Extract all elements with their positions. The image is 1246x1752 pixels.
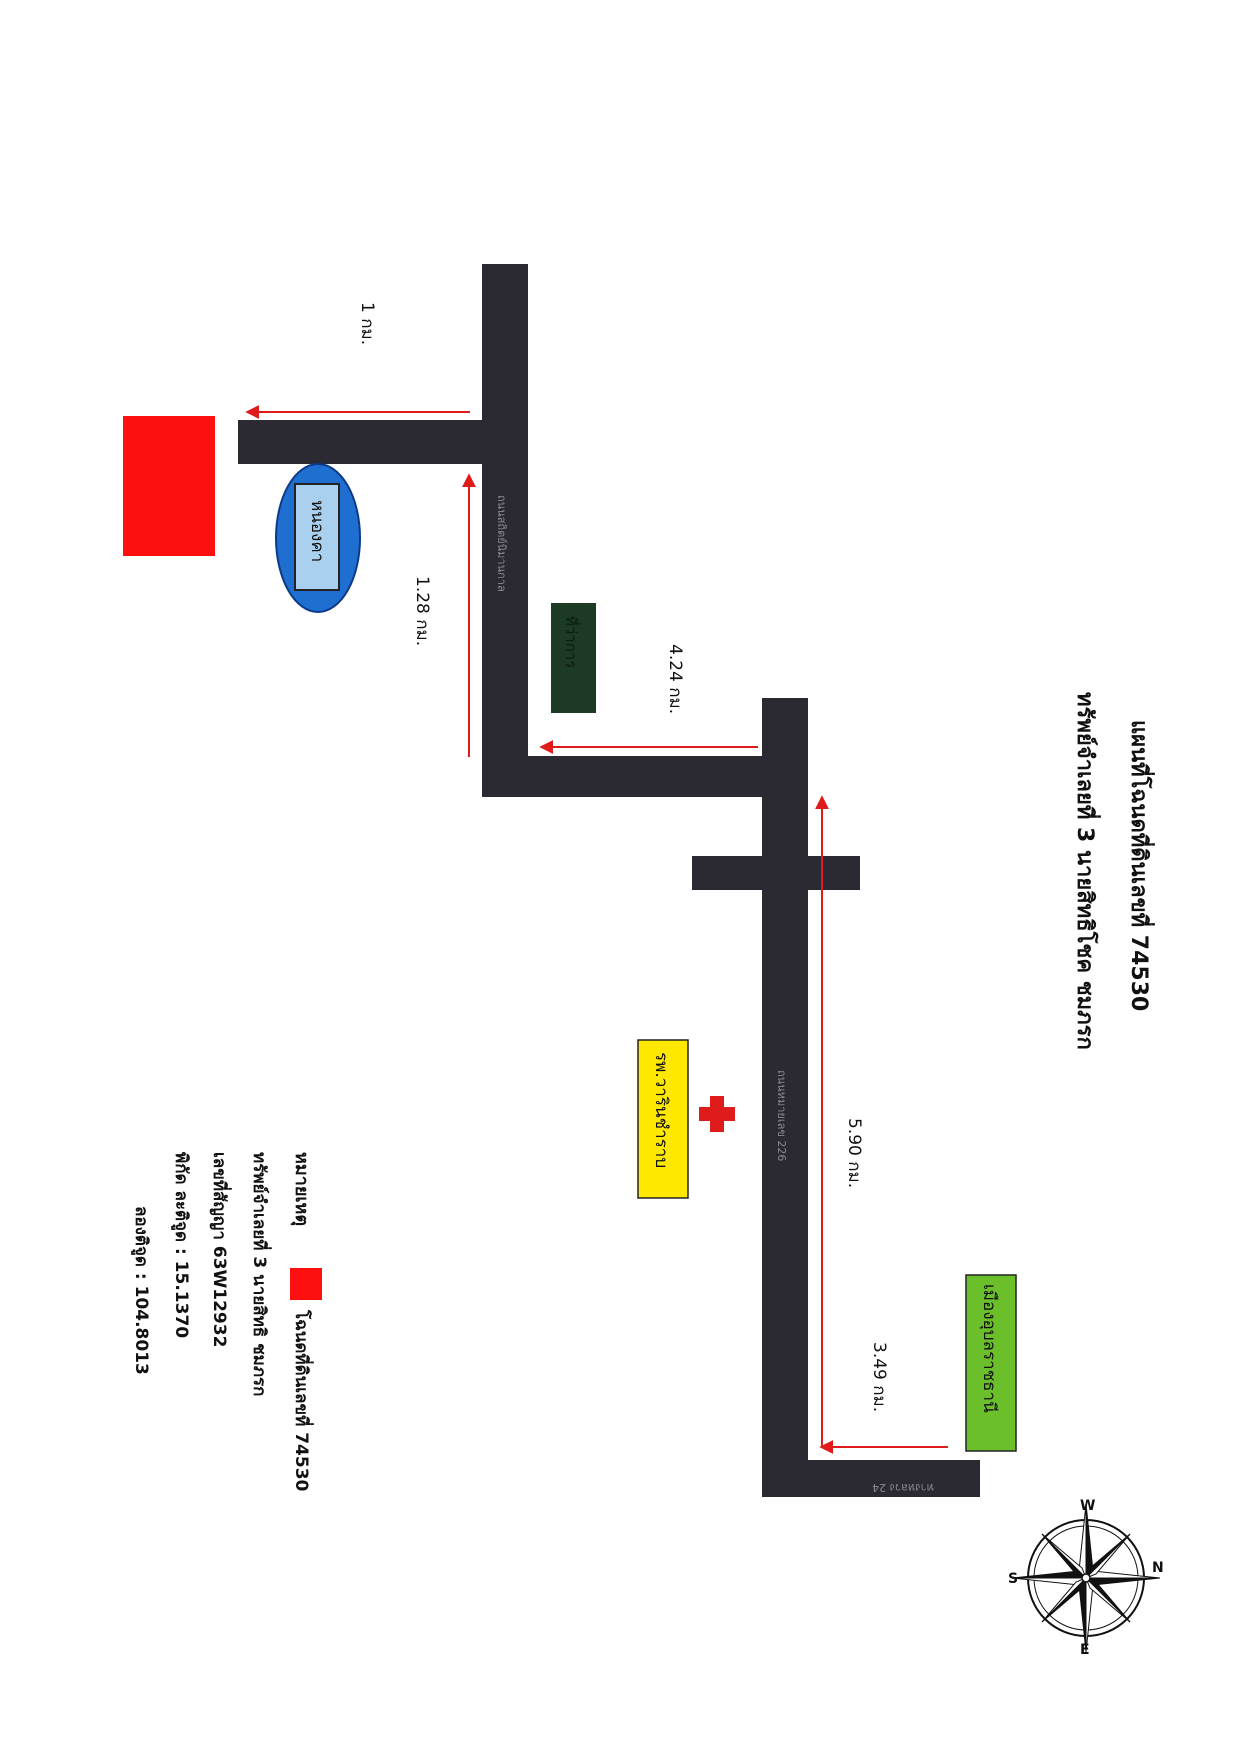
road-upper-label: ถนนสถิตย์นิมานกาล: [495, 495, 508, 592]
legend-heading: หมายเหตุ: [290, 1152, 312, 1226]
distance-3-49km: 3.49 กม.: [869, 1342, 889, 1412]
pond-label-box: [294, 483, 340, 591]
city-label: เมืองอุบลราชธานี: [979, 1284, 999, 1413]
legend-item-deed: โฉนดที่ดินเลขที่ 74530: [291, 1309, 314, 1492]
government-office-label: ที่ว่าการ: [562, 616, 582, 668]
map-title-line2: ทรัพย์จำเลยที่ 3 นายสิทธิโชค ชมภรก: [1072, 692, 1102, 1050]
road-crossroad: [692, 856, 860, 890]
hospital-landmark: รพ.วารินชำราบ: [637, 1039, 735, 1199]
map-title-line1: แผนที่โฉนดที่ดินเลขที่ 74530: [1126, 720, 1156, 1011]
compass-west: W: [1080, 1498, 1095, 1514]
city-landmark: เมืองอุบลราชธานี: [965, 1274, 1017, 1452]
pond-landmark: หนองคา: [275, 463, 361, 613]
hospital-label: รพ.วารินชำราบ: [651, 1052, 671, 1168]
road-bottom-label: ทางหลวง 24: [872, 1481, 934, 1494]
legend-item-longitude: ลองติจูด : 104.8013: [130, 1206, 151, 1375]
road-network: [238, 264, 980, 1497]
road-main-vertical: [762, 698, 808, 1497]
road-upper-branch: [238, 420, 492, 464]
government-office-box: [551, 603, 596, 713]
road-bottom-branch: [762, 1460, 980, 1497]
road-upper-vertical: [482, 264, 528, 797]
compass-east: E: [1080, 1642, 1090, 1658]
government-office-landmark: ที่ว่าการ: [551, 603, 596, 713]
pond-label: หนองคา: [307, 500, 327, 562]
distance-4-24km: 4.24 กม.: [665, 644, 685, 714]
red-cross-icon: [699, 1096, 735, 1132]
road-main-label: ถนนหมายเลข 226: [775, 1070, 788, 1161]
road-middle-horizontal: [482, 756, 806, 797]
land-plot-marker: [123, 416, 215, 556]
legend-item-owner: ทรัพย์จำเลยที่ 3 นายสิทธิ ชมภรก: [249, 1152, 272, 1396]
legend-item-latitude: พิกัด ละติจูด : 15.1370: [170, 1152, 191, 1338]
legend: หมายเหตุ โฉนดที่ดินเลขที่ 74530 ทรัพย์จำ…: [130, 1152, 322, 1492]
distance-5-90km: 5.90 กม.: [844, 1118, 864, 1188]
legend-item-contract: เลขที่สัญญา 63W12932: [209, 1152, 232, 1347]
city-box: [965, 1274, 1017, 1452]
compass-rose-icon: N S E W: [1008, 1498, 1164, 1658]
compass-north: N: [1152, 1560, 1164, 1576]
hospital-box: [637, 1039, 689, 1199]
compass-south: S: [1008, 1571, 1018, 1587]
legend-plot-swatch: [290, 1268, 322, 1300]
distance-1-28km: 1.28 กม.: [412, 576, 432, 646]
route-arrows: [245, 405, 948, 1454]
distance-1km: 1 กม.: [357, 302, 377, 345]
